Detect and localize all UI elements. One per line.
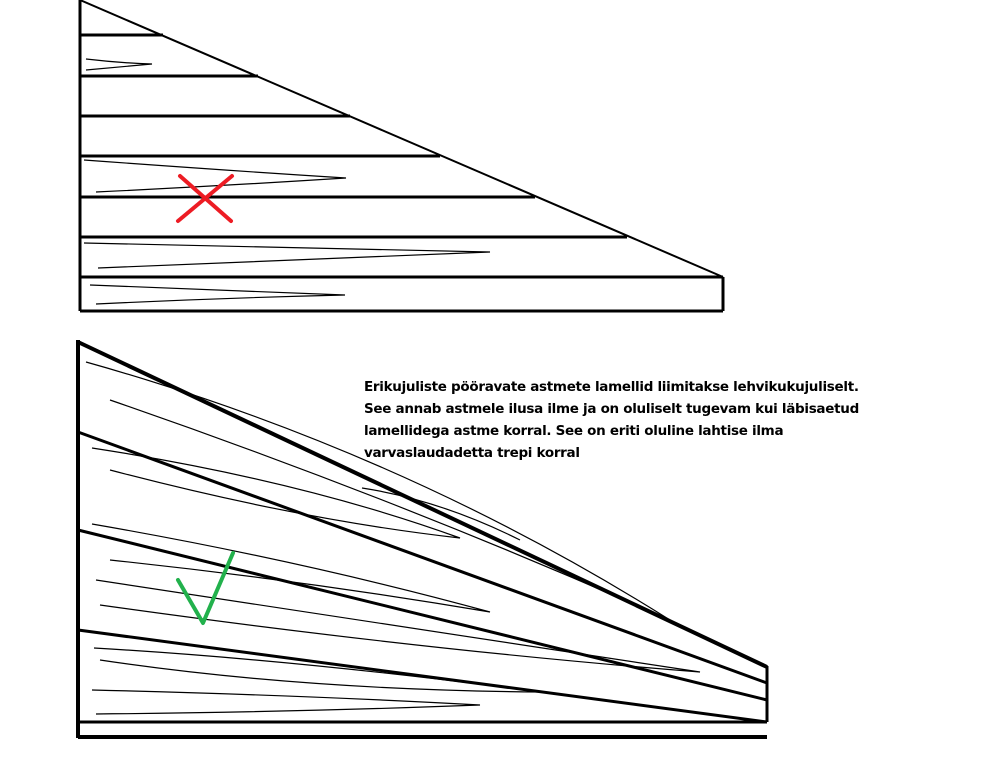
- parallel-lamella-step: [78, 0, 725, 313]
- explanation-text: Erikujuliste pööravate astmete lamellid …: [364, 376, 859, 464]
- caption-line: See annab astmele ilusa ilme ja on oluli…: [364, 401, 859, 417]
- caption-line: lamellidega astme korral. See on eriti o…: [364, 423, 784, 439]
- check-icon: [176, 551, 235, 625]
- fan-lamella-step: [76, 340, 769, 739]
- caption-line: Erikujuliste pööravate astmete lamellid …: [364, 379, 859, 395]
- caption-line: varvaslaudadetta trepi korral: [364, 445, 580, 461]
- cross-icon: [176, 174, 234, 223]
